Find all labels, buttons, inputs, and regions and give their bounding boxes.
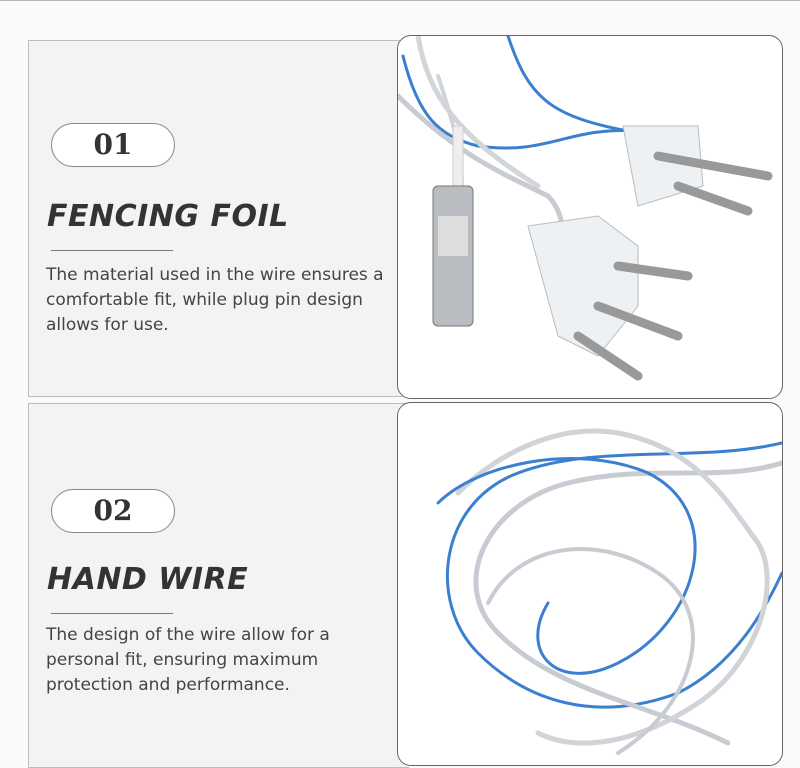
section-title: HAND WIRE (47, 562, 249, 597)
product-image-fencing-foil-plug (397, 35, 783, 399)
section-title: FENCING FOIL (47, 199, 289, 234)
section-description: The material used in the wire ensures a … (46, 265, 384, 335)
section-number-badge: 01 (51, 123, 175, 167)
title-underline (51, 613, 173, 614)
feature-panel-2: 02 HAND WIRE The design of the wire allo… (28, 403, 409, 768)
title-underline (51, 250, 173, 251)
feature-panel-1: 01 FENCING FOIL The material used in the… (28, 40, 409, 397)
section-description: The design of the wire allow for a perso… (46, 625, 330, 695)
top-divider (0, 0, 800, 1)
section-number-badge: 02 (51, 489, 175, 533)
product-image-hand-wire (397, 402, 783, 766)
